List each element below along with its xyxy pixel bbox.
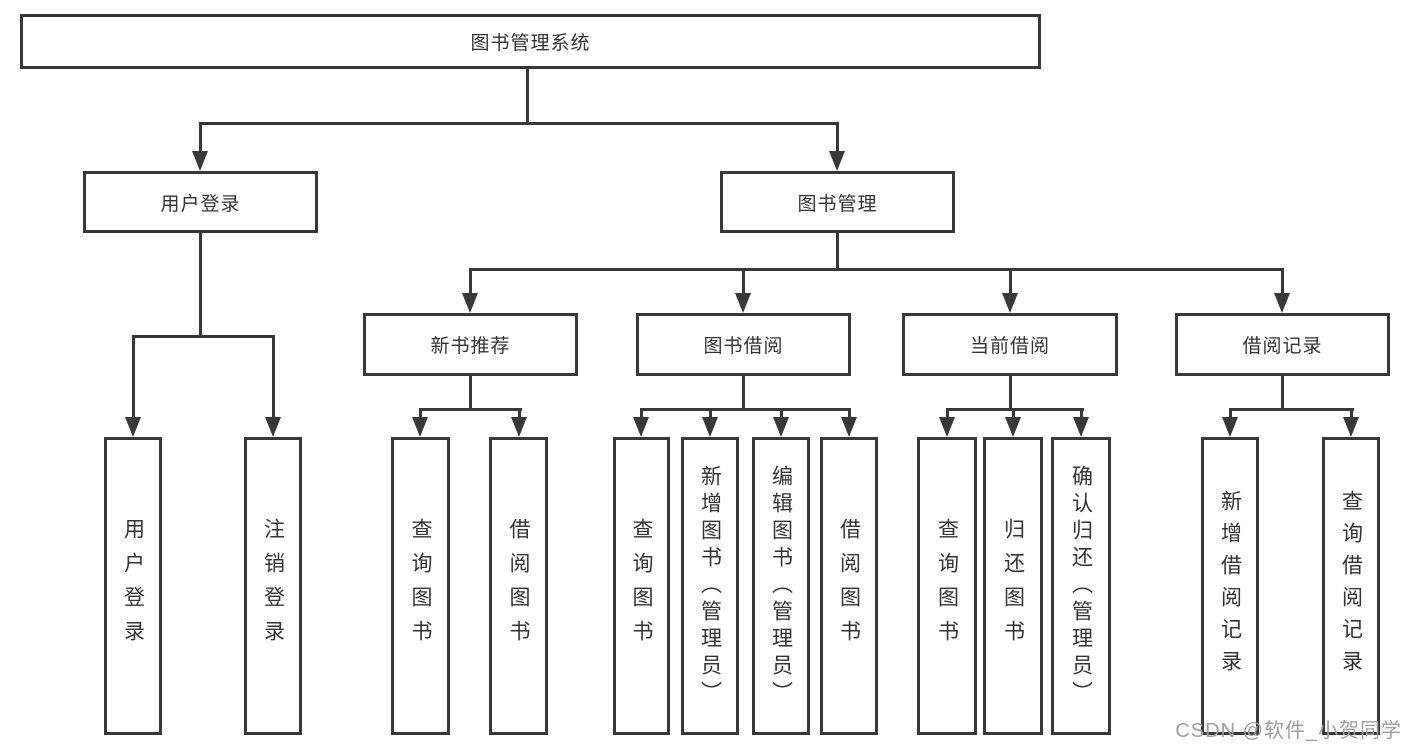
node-current-borrowing: 当前借阅 <box>902 313 1118 376</box>
connector-line <box>469 268 472 296</box>
connector-line <box>199 233 202 337</box>
connector-line <box>1012 408 1015 421</box>
connector-line <box>848 408 851 421</box>
connector-line <box>1009 268 1012 296</box>
connector-line <box>132 335 275 338</box>
node-label: 图书管理 <box>797 193 878 215</box>
leaf-confirm-return-admin: 确认归还（管理员） <box>1051 437 1111 735</box>
arrow-down-icon <box>1073 417 1089 437</box>
leaf-query-books: 查询图书 <box>613 437 670 735</box>
connector-line <box>518 408 521 421</box>
leaf-label: 归还图书 <box>1001 518 1025 654</box>
arrow-down-icon <box>1274 293 1290 313</box>
leaf-label: 查询图书 <box>409 518 432 654</box>
csdn-watermark: CSDN @软件_小贺同学 <box>1175 720 1402 742</box>
arrow-down-icon <box>939 417 955 437</box>
arrow-down-icon <box>511 417 527 437</box>
connector-line <box>742 268 745 296</box>
leaf-query-books: 查询图书 <box>391 437 450 735</box>
connector-line <box>836 233 839 271</box>
leaf-label: 编辑图书（管理员） <box>769 464 793 708</box>
node-new-book-recommend: 新书推荐 <box>363 313 578 376</box>
arrow-down-icon <box>735 293 751 313</box>
connector-line <box>836 122 839 155</box>
arrow-down-icon <box>1002 293 1018 313</box>
leaf-label: 用户登录 <box>121 518 145 654</box>
arrow-down-icon <box>462 293 478 313</box>
node-borrowing-records: 借阅记录 <box>1175 313 1390 376</box>
arrow-down-icon <box>1343 417 1359 437</box>
connector-line <box>526 69 529 125</box>
connector-line <box>469 268 1284 271</box>
node-label: 当前借阅 <box>969 336 1050 357</box>
arrow-down-icon <box>1005 417 1021 437</box>
connector-line <box>1350 408 1353 421</box>
arrow-down-icon <box>412 417 428 437</box>
connector-line <box>640 408 643 421</box>
connector-line <box>1229 408 1232 421</box>
connector-line <box>1229 408 1354 411</box>
leaf-query-books: 查询图书 <box>917 437 977 735</box>
connector-line <box>946 408 1084 411</box>
node-user-login: 用户登录 <box>83 171 318 233</box>
connector-line <box>469 376 472 410</box>
leaf-add-book-admin: 新增图书（管理员） <box>681 437 739 735</box>
arrow-down-icon <box>1222 417 1238 437</box>
arrow-down-icon <box>192 151 208 171</box>
leaf-label: 借阅图书 <box>507 518 530 654</box>
connector-line <box>199 122 202 155</box>
arrow-down-icon <box>841 417 857 437</box>
connector-line <box>709 408 712 421</box>
connector-line <box>132 335 135 419</box>
connector-line <box>199 122 839 125</box>
leaf-borrow-books: 借阅图书 <box>820 437 878 735</box>
connector-line <box>640 408 851 411</box>
connector-line <box>946 408 949 421</box>
connector-line <box>419 408 422 421</box>
leaf-query-borrow-record: 查询借阅记录 <box>1322 437 1380 735</box>
node-label: 借阅记录 <box>1242 336 1323 357</box>
arrow-down-icon <box>265 417 281 437</box>
leaf-label: 查询借阅记录 <box>1339 490 1363 682</box>
leaf-edit-book-admin: 编辑图书（管理员） <box>752 437 810 735</box>
arrow-down-icon <box>633 417 649 437</box>
leaf-borrow-books: 借阅图书 <box>489 437 548 735</box>
connector-line <box>419 408 522 411</box>
leaf-logout: 注销登录 <box>244 437 302 735</box>
connector-line <box>742 376 745 410</box>
leaf-label: 查询图书 <box>630 518 653 654</box>
arrow-down-icon <box>125 417 141 437</box>
leaf-add-borrow-record: 新增借阅记录 <box>1201 437 1259 735</box>
leaf-label: 确认归还（管理员） <box>1069 464 1093 708</box>
leaf-label: 新增图书（管理员） <box>698 464 722 708</box>
leaf-label: 新增借阅记录 <box>1218 490 1242 682</box>
connector-line <box>272 335 275 419</box>
node-label: 图书借阅 <box>703 336 784 357</box>
connector-line <box>1281 376 1284 410</box>
leaf-return-books: 归还图书 <box>983 437 1043 735</box>
connector-line <box>780 408 783 421</box>
leaf-user-login: 用户登录 <box>104 437 162 735</box>
leaf-label: 查询图书 <box>935 518 959 654</box>
arrow-down-icon <box>773 417 789 437</box>
arrow-down-icon <box>702 417 718 437</box>
connector-line <box>1009 376 1012 410</box>
node-library-management-system: 图书管理系统 <box>20 14 1041 69</box>
connector-line <box>1080 408 1083 421</box>
leaf-label: 借阅图书 <box>837 518 861 654</box>
node-label: 新书推荐 <box>430 336 511 357</box>
arrow-down-icon <box>829 151 845 171</box>
node-book-management: 图书管理 <box>720 171 955 233</box>
leaf-label: 注销登录 <box>261 518 285 654</box>
node-book-borrowing: 图书借阅 <box>636 313 851 376</box>
node-label: 图书管理系统 <box>470 33 591 54</box>
node-label: 用户登录 <box>160 193 241 215</box>
connector-line <box>1281 268 1284 296</box>
